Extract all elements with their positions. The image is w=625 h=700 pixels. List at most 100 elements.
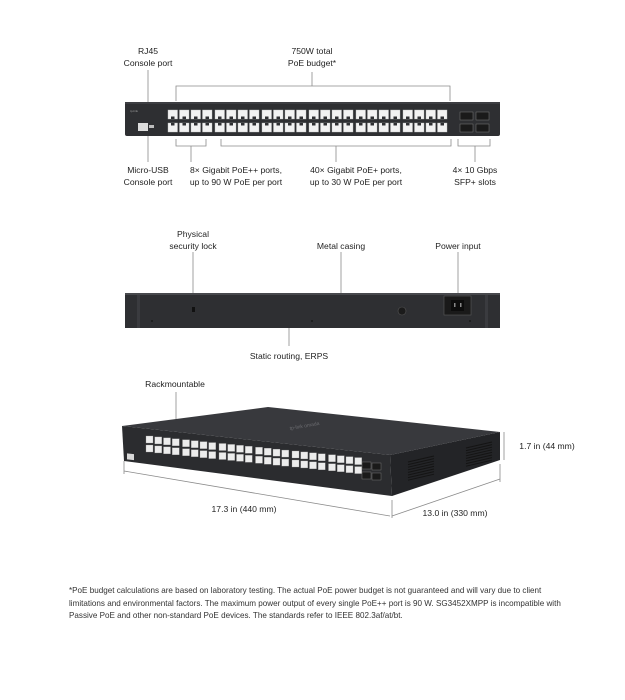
iso-rj45-port — [154, 436, 162, 445]
iso-rj45-port — [272, 457, 281, 466]
vent-slot — [465, 457, 493, 465]
height-dim-label: 1.7 in (44 mm) — [519, 441, 575, 451]
iso-rj45-port — [328, 463, 336, 471]
iso-rj45-port — [191, 449, 199, 457]
vent-slot — [407, 460, 435, 468]
iso-rj45-port — [145, 444, 154, 453]
iso-rj45-port — [218, 452, 227, 460]
width-dim-label: 17.3 in (440 mm) — [211, 504, 277, 514]
iso-dimension-lines — [123, 392, 505, 518]
iso-rj45-port — [199, 450, 208, 458]
iso-rj45-port — [182, 448, 190, 456]
vent-slot — [407, 455, 435, 463]
iso-rj45-port — [236, 445, 244, 453]
iso-rj45-port — [354, 457, 362, 465]
iso-port-grid — [145, 435, 382, 481]
iso-rj45-port — [281, 458, 289, 467]
vent-slot — [407, 473, 435, 481]
iso-rj45-port — [145, 435, 154, 444]
depth-dim-label: 13.0 in (330 mm) — [422, 508, 488, 518]
iso-rj45-port — [264, 457, 272, 465]
iso-rj45-port — [245, 446, 253, 454]
iso-rj45-port — [309, 452, 317, 461]
rj45-label-2: Console port — [123, 58, 173, 68]
poep-label: 40× Gigabit PoE+ ports, — [310, 165, 402, 175]
vent-slot — [465, 454, 493, 462]
iso-rj45-port — [300, 460, 308, 469]
iso-rj45-port — [218, 443, 227, 451]
poepp-label-2: up to 90 W PoE per port — [189, 177, 283, 187]
iso-console-port — [127, 453, 134, 461]
iso-rj45-port — [163, 446, 171, 455]
iso-rj45-port — [345, 456, 354, 464]
iso-rj45-port — [337, 464, 345, 472]
vent-slot — [465, 449, 493, 457]
iso-rj45-port — [300, 451, 308, 460]
rj45-label: RJ45 — [137, 46, 159, 56]
iso-sfp-slot — [361, 471, 372, 480]
sfp-label: 4× 10 Gbps — [452, 165, 498, 175]
iso-rj45-port — [154, 445, 162, 454]
budget-label-2: PoE budget* — [287, 58, 337, 68]
iso-rj45-port — [245, 455, 253, 463]
sfp-slot — [459, 111, 474, 121]
lock-label-2: security lock — [169, 241, 217, 251]
vent-slot — [407, 468, 435, 476]
iso-top-surface — [122, 407, 500, 455]
iso-rj45-port — [328, 454, 336, 462]
vent-slot — [407, 465, 435, 473]
iso-sfp-slot — [361, 461, 372, 470]
iso-rj45-port — [236, 454, 244, 462]
rack-label: Rackmountable — [145, 379, 205, 389]
iso-rj45-port — [182, 439, 190, 447]
sfp-slot — [475, 123, 490, 133]
rear-chassis — [125, 293, 500, 328]
iso-rj45-port — [318, 453, 326, 461]
iso-rj45-port — [291, 459, 300, 468]
iso-rj45-port — [337, 455, 345, 463]
lock-label: Physical — [177, 229, 209, 239]
top-brand-logo: tp-link omada — [289, 421, 320, 432]
vent-slot — [465, 451, 493, 459]
micro-usb-port — [149, 125, 154, 128]
iso-rj45-port — [163, 437, 171, 446]
poep-label-2: up to 30 W PoE per port — [309, 177, 403, 187]
sfp-slot — [459, 123, 474, 133]
vent-slot — [407, 463, 435, 471]
sfp-label-2: SFP+ slots — [454, 177, 496, 187]
iso-rj45-port — [227, 444, 235, 452]
iso-rj45-port — [208, 451, 216, 459]
iso-side-vents — [407, 441, 493, 481]
iso-rj45-port — [172, 438, 180, 446]
footnote: *PoE budget calculations are based on la… — [69, 586, 561, 621]
iso-rj45-port — [345, 465, 354, 473]
power-label: Power input — [435, 241, 481, 251]
vent-slot — [407, 458, 435, 466]
front-sfp-slots — [459, 111, 490, 133]
iso-rj45-port — [172, 447, 180, 455]
front-callout-lines — [147, 70, 491, 162]
iso-rj45-port — [208, 442, 216, 450]
iso-rj45-port — [227, 453, 235, 461]
sfp-slot — [475, 111, 490, 121]
front-port-grid — [167, 109, 448, 133]
iso-rj45-port — [272, 448, 281, 457]
iso-rj45-port — [291, 450, 300, 459]
iso-rj45-port — [191, 440, 199, 448]
iso-rj45-port — [318, 462, 326, 470]
vent-slot — [407, 471, 435, 479]
budget-label: 750W total — [291, 46, 333, 56]
routing-label: Static routing, ERPS — [249, 351, 329, 361]
iso-rj45-port — [264, 448, 272, 456]
iso-rj45-port — [255, 456, 263, 464]
iso-rj45-port — [199, 441, 208, 449]
poepp-label: 8× Gigabit PoE++ ports, — [190, 165, 282, 175]
iso-side-face — [390, 432, 500, 496]
iso-sfp-slot — [371, 462, 382, 471]
vent-slot — [465, 441, 493, 449]
security-lock-slot — [192, 307, 195, 312]
rj45-console-port — [138, 123, 148, 131]
ground-screw-icon — [397, 306, 407, 316]
